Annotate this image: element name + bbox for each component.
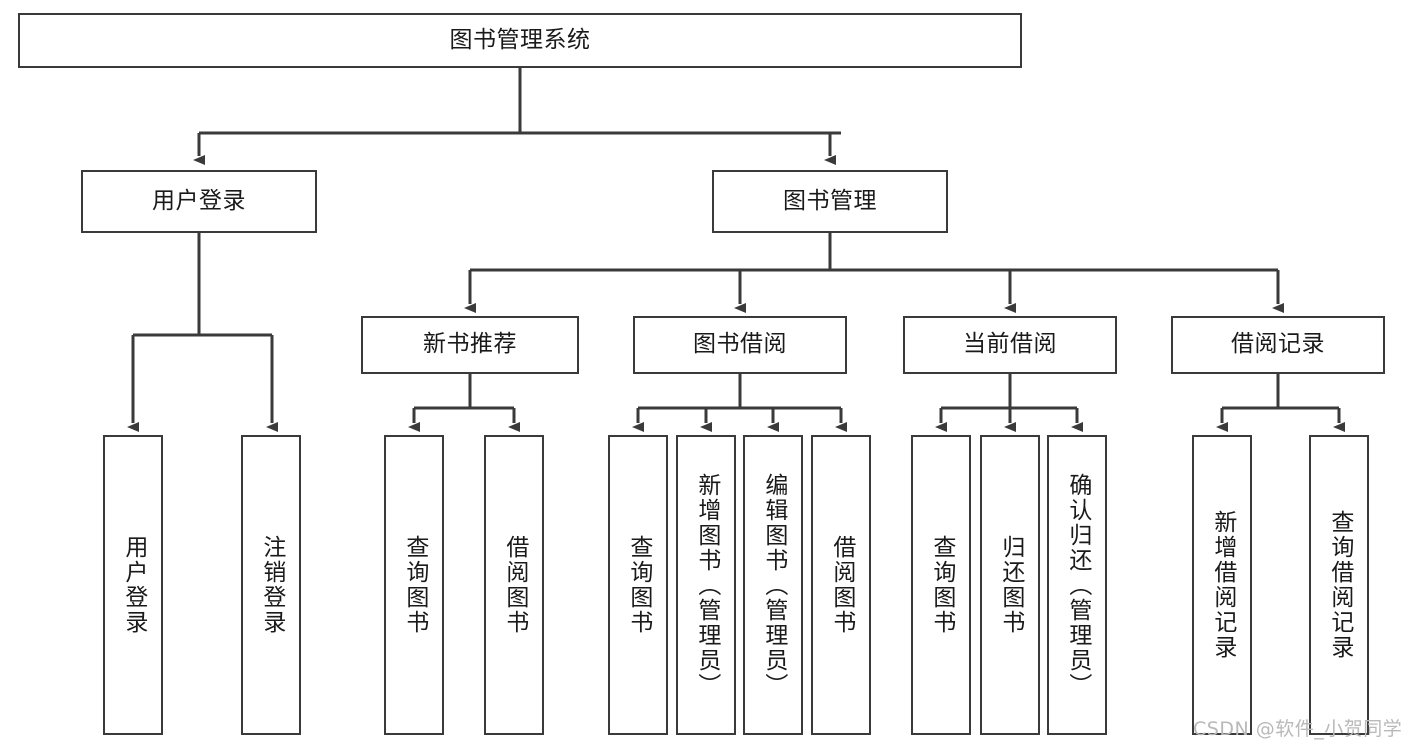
node-label: 查询图书	[928, 535, 955, 635]
leaf-current-borrow-query[interactable]: 查询图书	[911, 435, 971, 735]
node-label: 确认归还（管理员）	[1064, 472, 1091, 698]
node-label: 查询图书	[625, 535, 652, 635]
node-label: 当前借阅	[963, 331, 1057, 358]
leaf-book-borrow-lend[interactable]: 借阅图书	[811, 435, 871, 735]
node-book-borrow[interactable]: 图书借阅	[633, 316, 847, 374]
node-label: 查询图书	[401, 535, 428, 635]
leaf-book-borrow-add[interactable]: 新增图书（管理员）	[676, 435, 736, 735]
node-label: 注销登录	[258, 535, 285, 635]
node-label: 新书推荐	[423, 331, 517, 358]
leaf-user-login-signin[interactable]: 用户登录	[103, 435, 163, 735]
leaf-current-borrow-confirm[interactable]: 确认归还（管理员）	[1047, 435, 1107, 735]
leaf-borrow-record-add[interactable]: 新增借阅记录	[1192, 435, 1252, 735]
node-label: 用户登录	[120, 535, 147, 635]
node-book-manage[interactable]: 图书管理	[712, 170, 948, 233]
leaf-new-book-query[interactable]: 查询图书	[384, 435, 444, 735]
node-root-system[interactable]: 图书管理系统	[18, 13, 1022, 68]
node-new-book-recommend[interactable]: 新书推荐	[361, 316, 579, 374]
node-label: 归还图书	[997, 535, 1024, 635]
node-label: 借阅图书	[828, 535, 855, 635]
node-label: 图书管理	[783, 187, 877, 214]
node-current-borrow[interactable]: 当前借阅	[903, 316, 1117, 374]
leaf-new-book-borrow[interactable]: 借阅图书	[484, 435, 544, 735]
node-label: 查询借阅记录	[1326, 510, 1353, 660]
node-borrow-record[interactable]: 借阅记录	[1171, 316, 1385, 374]
node-label: 新增图书（管理员）	[693, 472, 720, 698]
node-label: 新增借阅记录	[1209, 510, 1236, 660]
node-user-login[interactable]: 用户登录	[81, 170, 317, 233]
node-label: 借阅记录	[1231, 331, 1325, 358]
node-label: 编辑图书（管理员）	[760, 472, 787, 698]
leaf-book-borrow-query[interactable]: 查询图书	[608, 435, 668, 735]
node-label: 图书管理系统	[449, 26, 591, 53]
leaf-user-login-signout[interactable]: 注销登录	[241, 435, 301, 735]
csdn-watermark: CSDN @软件_小贺同学	[1193, 718, 1403, 740]
leaf-borrow-record-query[interactable]: 查询借阅记录	[1309, 435, 1369, 735]
leaf-current-borrow-return[interactable]: 归还图书	[980, 435, 1040, 735]
node-label: 图书借阅	[693, 331, 787, 358]
node-label: 用户登录	[152, 187, 246, 214]
node-label: 借阅图书	[501, 535, 528, 635]
leaf-book-borrow-edit[interactable]: 编辑图书（管理员）	[743, 435, 803, 735]
